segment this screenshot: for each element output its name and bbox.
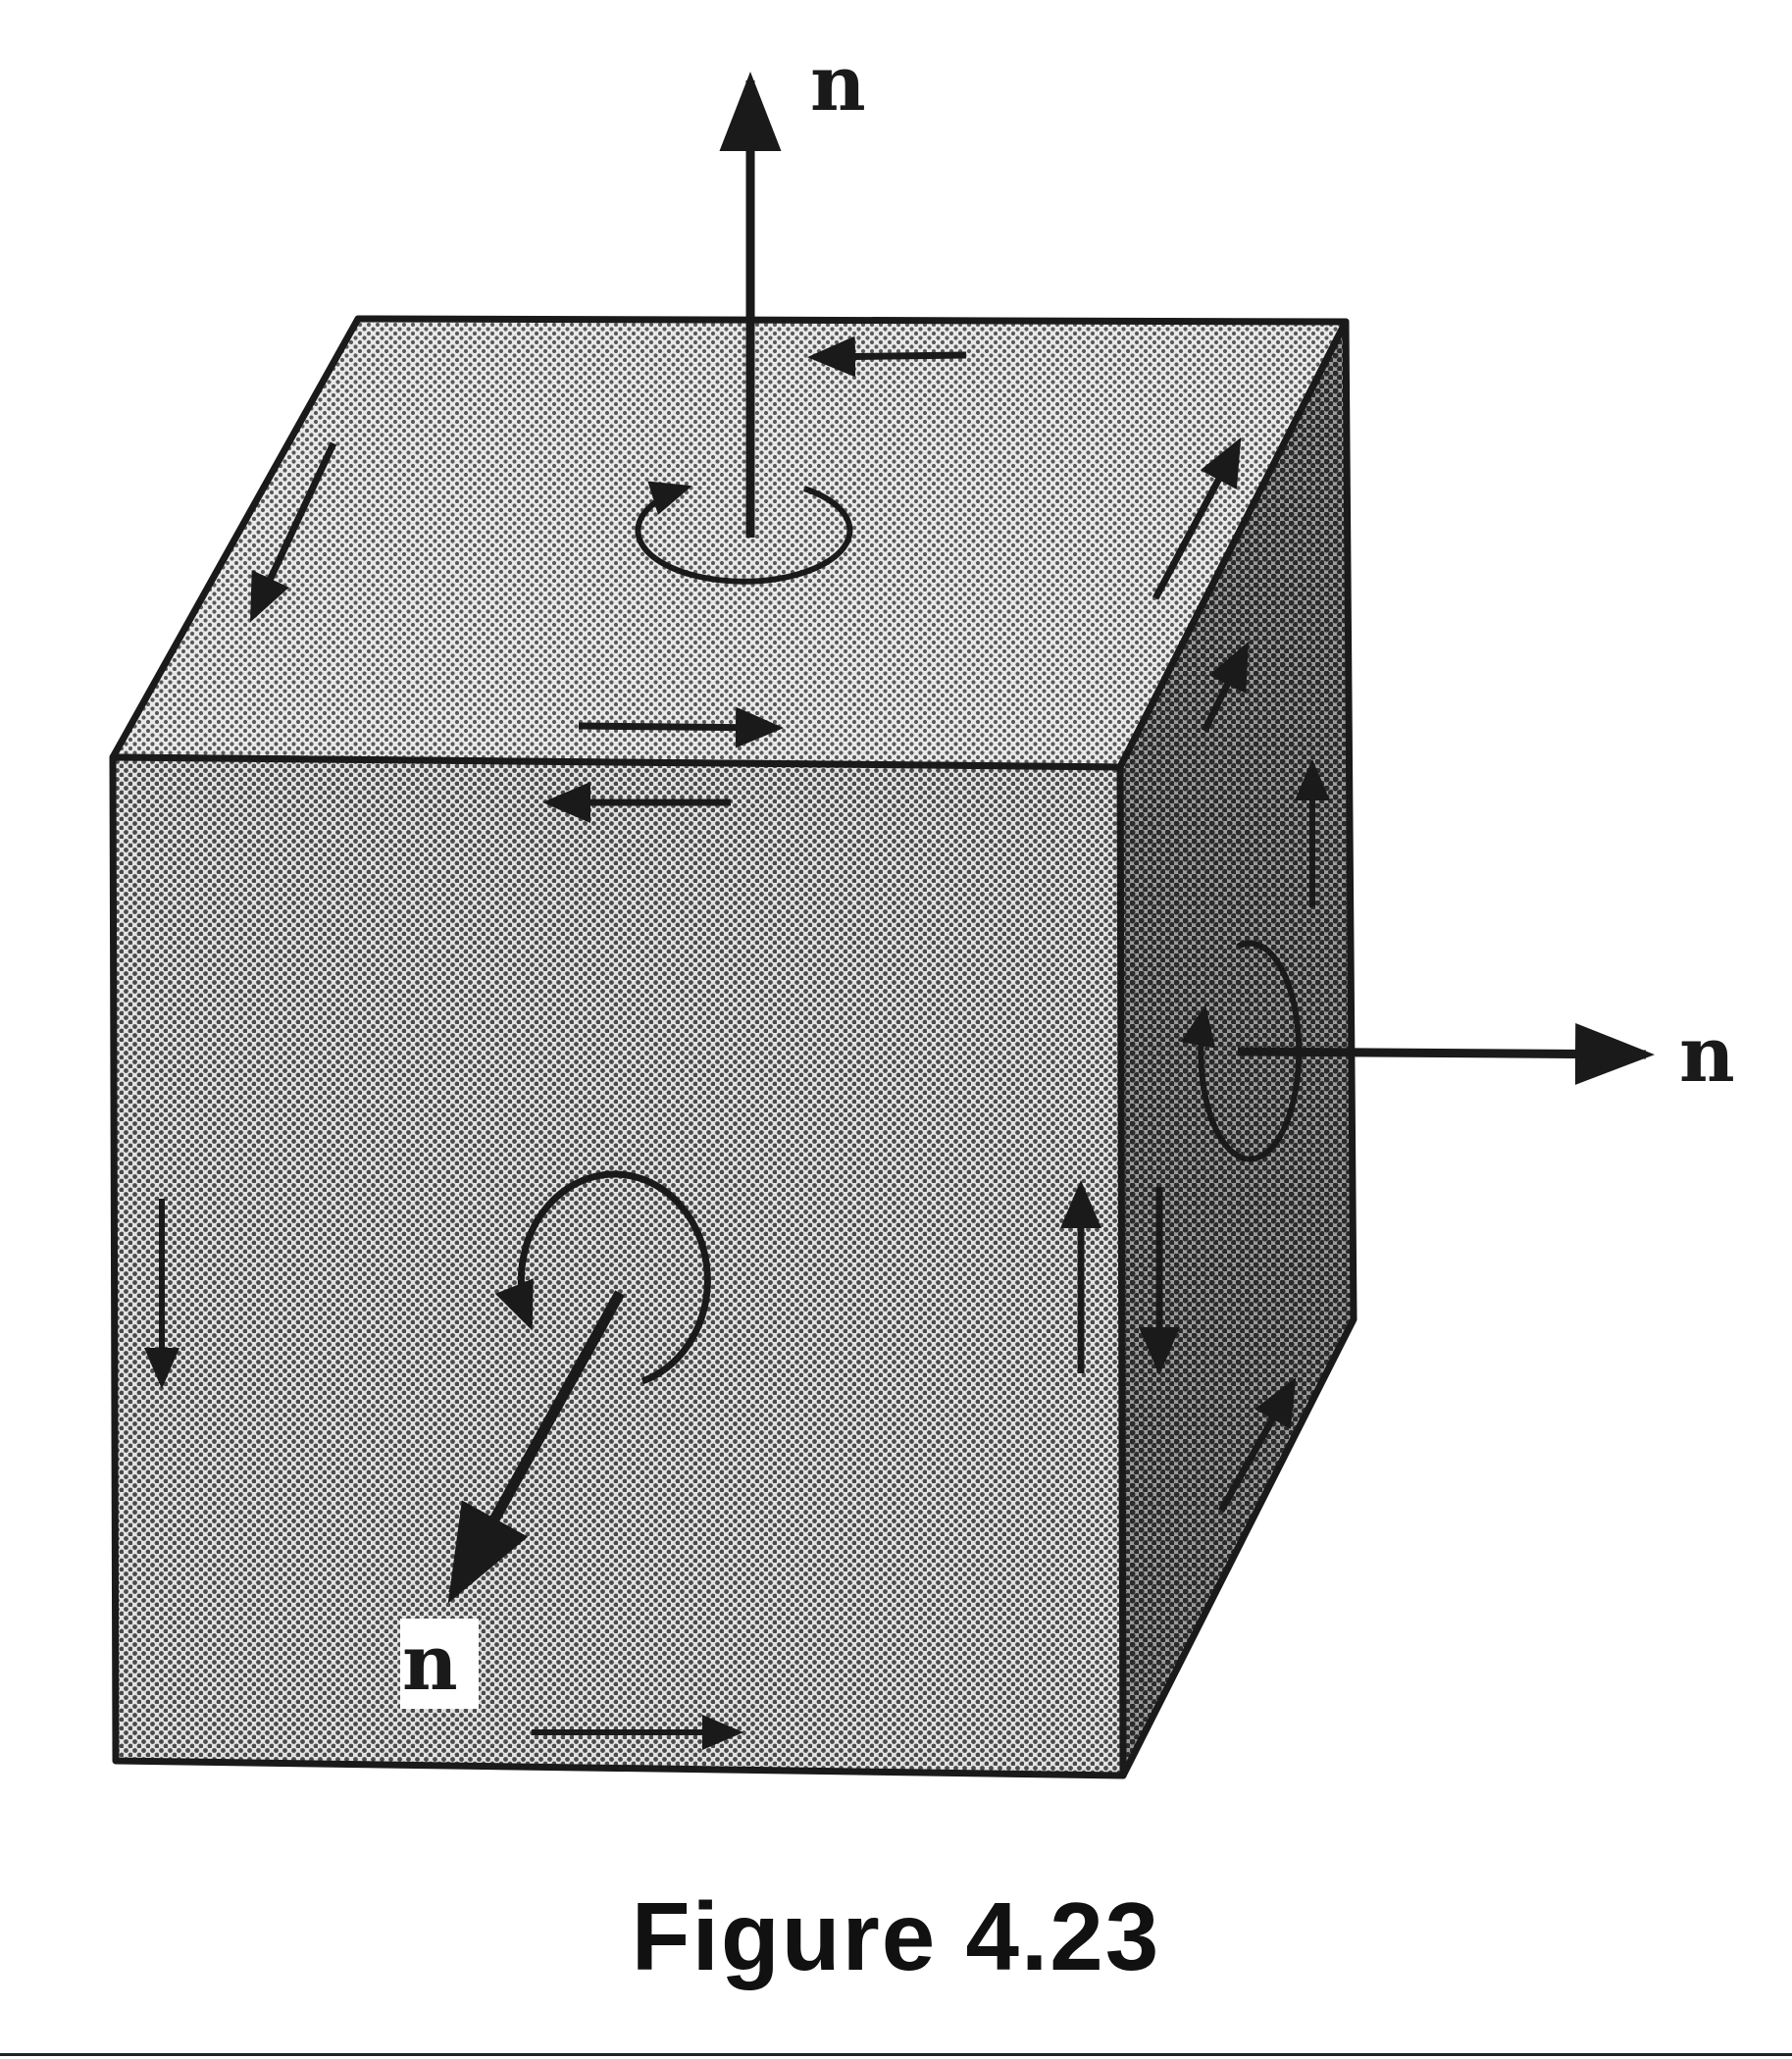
figure-caption: Figure 4.23 [631,1882,1161,1990]
front-label-backdrop [400,1619,479,1709]
normal-label-right: n [1679,1010,1735,1100]
edge-arrow-icon [807,335,967,378]
cube-front-face [109,753,1127,1779]
edge-arrow-icon [249,441,337,623]
edge-arrow-icon [1152,437,1242,600]
edge-arrow-icon [1201,641,1250,733]
edge-arrow-icon [1217,1376,1297,1513]
normal-arrow-icon [1237,1022,1655,1085]
normal-arrow-icon [447,1290,625,1604]
top-face-annotations [249,72,1242,748]
normal-label-front: n [402,1619,458,1708]
normal-label-top: n [810,39,866,129]
circulation-arrow-icon [635,481,853,585]
circulation-arrow-icon [1180,940,1303,1162]
circulation-arrow-icon [494,1170,711,1385]
bottom-border [0,2053,1792,2056]
side-face-annotations [1139,641,1655,1513]
front-face-annotations [144,782,1101,1750]
edge-arrow-icon [578,706,784,748]
